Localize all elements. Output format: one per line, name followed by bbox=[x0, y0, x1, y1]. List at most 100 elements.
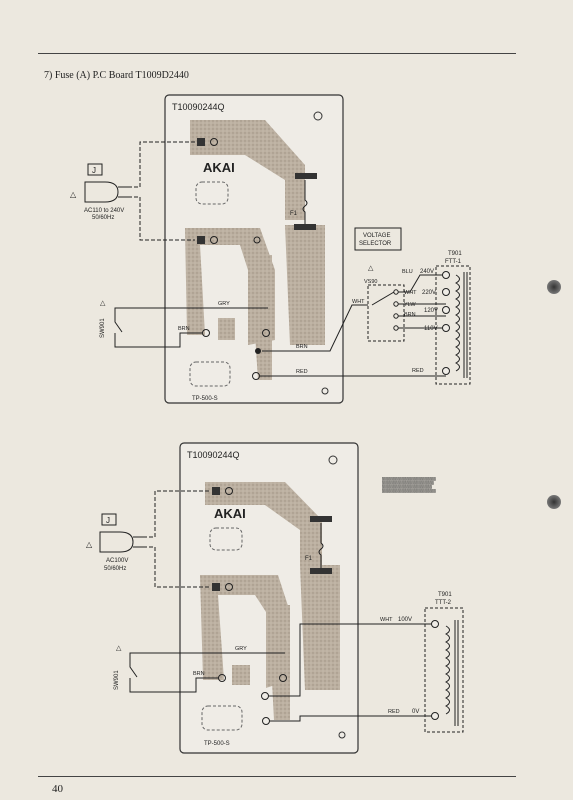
bottom-pad-2-ring bbox=[225, 583, 233, 591]
top-wire-brn: BRN bbox=[178, 326, 190, 332]
top-pad-6 bbox=[252, 372, 260, 380]
page-number: 40 bbox=[52, 783, 63, 795]
voltage-selector-label-1: VOLTAGE bbox=[363, 233, 390, 239]
tap-240v: 240V bbox=[420, 269, 434, 275]
bottom-fuse-clip-upper bbox=[310, 516, 332, 522]
bottom-connector-box bbox=[101, 513, 117, 526]
bottom-warning-icon: △ bbox=[86, 540, 93, 549]
bottom-board-cutout-2 bbox=[201, 705, 243, 731]
bottom-pad-2 bbox=[212, 583, 220, 591]
bottom-switch-label: SW901 bbox=[114, 670, 120, 690]
tap-wire-wht: WHT bbox=[404, 290, 417, 296]
top-transformer-pin-5 bbox=[442, 367, 450, 375]
bottom-tap-100v: 100V bbox=[398, 617, 412, 623]
bottom-board-cutout bbox=[209, 527, 243, 551]
bottom-wire-wht-label: WHT bbox=[380, 617, 393, 623]
bottom-transformer-wiring: WHT 100V RED 0V bbox=[268, 617, 435, 722]
top-transformer-pin-4 bbox=[442, 324, 450, 332]
top-ac-freq: 50/60Hz bbox=[92, 215, 114, 221]
top-pad-4 bbox=[262, 329, 270, 337]
top-pad-1-ring bbox=[210, 138, 218, 146]
top-transformer-pin-3 bbox=[442, 306, 450, 314]
top-connector-label: J bbox=[92, 166, 96, 175]
binder-hole-bottom bbox=[547, 495, 561, 509]
selector-switch-frame bbox=[367, 284, 405, 342]
bottom-board-mount-hole-2 bbox=[338, 731, 346, 739]
selector-warning-icon: △ bbox=[368, 265, 374, 272]
top-pad-7 bbox=[253, 236, 261, 244]
top-plug-symbol bbox=[84, 181, 128, 203]
top-pad-2 bbox=[197, 236, 205, 244]
top-switch-symbol bbox=[114, 313, 123, 342]
top-ac-input: J △ AC110 to 240V 50/60Hz bbox=[70, 141, 195, 241]
top-wire-to-selector bbox=[262, 304, 368, 352]
page-title: 7) Fuse (A) P.C Board T1009D2440 bbox=[44, 70, 189, 81]
binder-hole-top bbox=[547, 280, 561, 294]
top-fuse-clip-lower bbox=[294, 224, 316, 230]
selector-contact-4 bbox=[393, 325, 399, 331]
top-ac-wire bbox=[128, 141, 195, 241]
voltage-selector-label-2: SELECTOR bbox=[359, 241, 392, 247]
top-fuse-clip-upper bbox=[295, 173, 317, 179]
top-wire-red-label: RED bbox=[412, 368, 424, 374]
top-transformer-coil bbox=[454, 274, 460, 372]
top-board: T10090244Q AKAI TP-500-S F1 bbox=[164, 94, 344, 404]
top-fuse-body bbox=[302, 180, 308, 224]
top-wire-red-label-left: RED bbox=[296, 369, 308, 375]
voltage-selector-box bbox=[354, 227, 402, 251]
top-board-mount-hole bbox=[313, 111, 323, 121]
bottom-transformer-frame bbox=[424, 607, 464, 733]
top-switch-wires bbox=[114, 307, 268, 348]
bottom-board: T10090244Q AKAI TP-500-S F1 bbox=[179, 442, 359, 754]
selector-contact-2 bbox=[393, 301, 399, 307]
top-transformer-pin-2 bbox=[442, 288, 450, 296]
top-rule bbox=[38, 53, 516, 54]
top-switch-label: SW901 bbox=[100, 318, 106, 338]
bottom-board-ref: TP-500-S bbox=[204, 741, 230, 747]
bottom-board-code: T10090244Q bbox=[187, 450, 240, 460]
bottom-transformer-coil bbox=[444, 625, 450, 715]
top-power-switch: △ SW901 GRY BRN bbox=[100, 300, 268, 348]
bottom-transformer-ref: T901 bbox=[438, 592, 452, 598]
bottom-transformer-model: TTT-2 bbox=[435, 600, 452, 606]
top-transformer-frame bbox=[435, 265, 471, 385]
bottom-switch-wires bbox=[129, 652, 285, 693]
bottom-ac-wire bbox=[143, 490, 210, 588]
bottom-transformer: T901 TTT-2 bbox=[424, 592, 464, 733]
bottom-ac-rating: AC100V bbox=[106, 558, 128, 564]
top-pad-3 bbox=[202, 329, 210, 337]
selector-wire-wht: WHT bbox=[352, 299, 365, 305]
selector-wiper bbox=[371, 291, 395, 306]
bottom-switch-symbol bbox=[129, 658, 138, 687]
top-transformer-pin-1 bbox=[442, 271, 450, 279]
top-transformer-core bbox=[463, 272, 468, 378]
top-board-code: T10090244Q bbox=[172, 102, 225, 112]
bottom-wire-red bbox=[269, 715, 435, 722]
bottom-pad-1 bbox=[212, 487, 220, 495]
bottom-transformer-pin-2 bbox=[431, 712, 439, 720]
bottom-rule bbox=[38, 776, 516, 777]
selector-contact-1 bbox=[393, 289, 399, 295]
top-wire-gry: GRY bbox=[218, 301, 230, 307]
top-warning-icon: △ bbox=[70, 190, 77, 199]
bottom-connector-label: J bbox=[106, 516, 110, 525]
top-board-mount-hole-2 bbox=[321, 387, 329, 395]
bottom-board-mount-hole bbox=[328, 455, 338, 465]
bottom-ac-freq: 50/60Hz bbox=[104, 566, 126, 572]
bottom-pad-1-ring bbox=[225, 487, 233, 495]
top-selector-wiring: BRN RED RED VOLTAGE SELECTOR △ VS90 WHT … bbox=[260, 227, 446, 377]
top-pad-1 bbox=[197, 138, 205, 146]
bottom-power-switch: △ SW901 GRY BRN bbox=[114, 645, 285, 693]
bottom-wire-wht bbox=[268, 623, 435, 697]
bottom-pad-3 bbox=[218, 674, 226, 682]
tap-120v: 120V bbox=[424, 308, 438, 314]
bottom-wire-brn: BRN bbox=[193, 671, 205, 677]
top-transformer-model: FTT-1 bbox=[445, 259, 462, 265]
top-transformer: T901 FTT-1 bbox=[435, 251, 471, 385]
bottom-pad-4 bbox=[279, 674, 287, 682]
tap-wire-brn: BRN bbox=[404, 312, 416, 318]
bottom-board-logo: AKAI bbox=[214, 506, 246, 521]
top-pad-5 bbox=[255, 348, 261, 354]
top-ac-rating: AC110 to 240V bbox=[84, 208, 124, 214]
